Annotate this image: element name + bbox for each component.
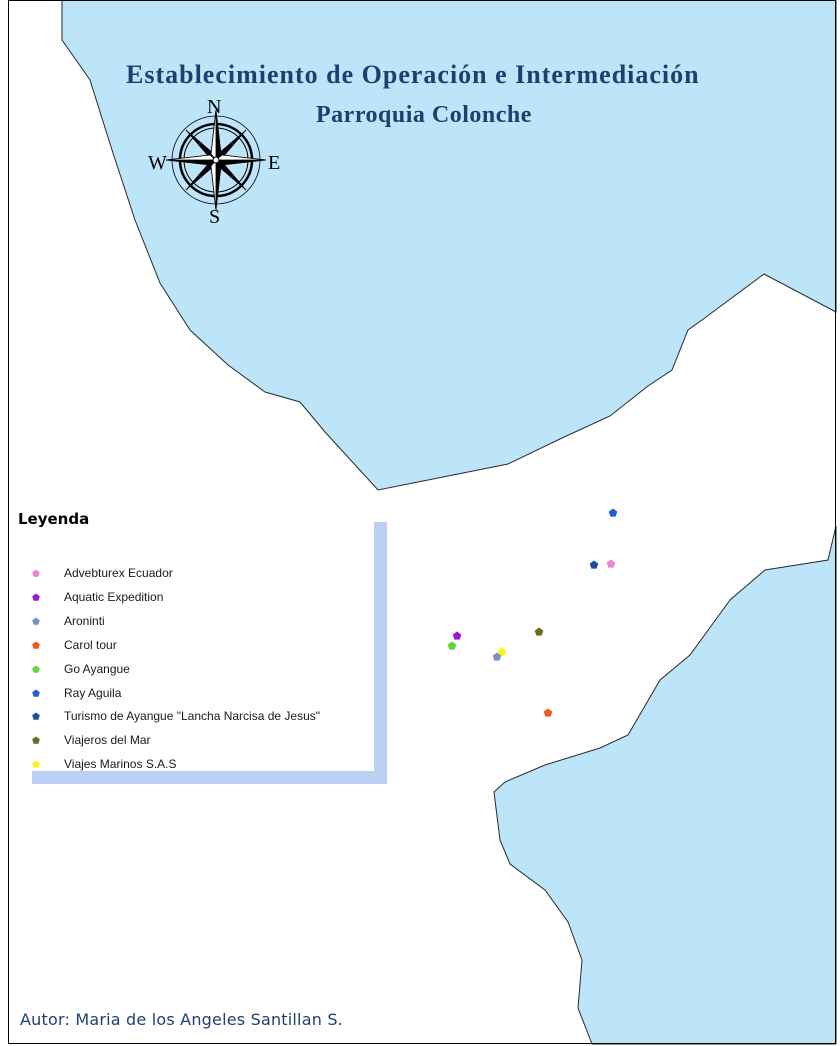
legend-shadow [32, 771, 387, 784]
pentagon-marker-icon [30, 663, 42, 675]
legend-item-label: Viajeros del Mar [64, 733, 151, 748]
pentagon-marker-icon [30, 591, 42, 603]
legend-item: Viajeros del Mar [30, 731, 150, 749]
legend-item-label: Carol tour [64, 637, 117, 652]
map-marker[interactable] [608, 508, 618, 517]
legend-item: Carol tour [30, 636, 117, 654]
pentagon-marker-icon [30, 639, 42, 651]
compass-south-label: S [209, 206, 221, 228]
legend-item-label: Viajes Marinos S.A.S [64, 757, 177, 772]
map-marker[interactable] [492, 652, 502, 661]
legend-item-label: Aquatic Expedition [64, 589, 164, 604]
map-subtitle: Parroquia Colonche [316, 102, 532, 128]
legend-item: Aquatic Expedition [30, 588, 163, 606]
legend-item-label: Advebturex Ecuador [64, 566, 173, 580]
legend-item-label: Go Ayangue [64, 661, 130, 676]
pentagon-marker-icon [30, 687, 42, 699]
map-marker[interactable] [452, 631, 462, 640]
legend-item: Aroninti [30, 612, 105, 630]
water-area-south [493, 525, 837, 1045]
map-marker[interactable] [606, 559, 616, 568]
legend-item-label: Ray Aguila [64, 685, 122, 700]
pentagon-marker-icon [30, 734, 42, 746]
compass-west-label: W [148, 152, 167, 174]
legend-item: Turismo de Ayangue "Lancha Narcisa de Je… [30, 707, 320, 725]
map-marker[interactable] [589, 560, 599, 569]
map-marker[interactable] [534, 627, 544, 636]
map-marker[interactable] [497, 647, 507, 656]
legend-item: Viajes Marinos S.A.S [30, 755, 177, 773]
map-markers [447, 508, 618, 717]
water-area-north [61, 0, 837, 491]
compass-north-label: N [207, 96, 222, 118]
legend-item: Go Ayangue [30, 660, 130, 678]
compass-rose-icon [165, 109, 267, 211]
pentagon-marker-icon [30, 615, 42, 627]
map-marker[interactable] [447, 641, 457, 650]
compass-east-label: E [268, 152, 281, 174]
map-title: Establecimiento de Operación e Intermedi… [126, 60, 700, 89]
legend-item-label: Aroninti [64, 613, 105, 628]
pentagon-marker-icon [30, 758, 42, 770]
legend-shadow [374, 522, 387, 784]
map-marker[interactable] [543, 708, 553, 717]
legend-title: Leyenda [18, 510, 90, 528]
legend-item: Ray Aguila [30, 684, 121, 702]
author-credit: Autor: Maria de los Angeles Santillan S. [20, 1010, 343, 1029]
legend-item-label: Turismo de Ayangue "Lancha Narcisa de Je… [64, 709, 320, 724]
pentagon-marker-icon [30, 567, 42, 579]
legend-item: Advebturex Ecuador [30, 564, 173, 582]
pentagon-marker-icon [30, 710, 42, 722]
